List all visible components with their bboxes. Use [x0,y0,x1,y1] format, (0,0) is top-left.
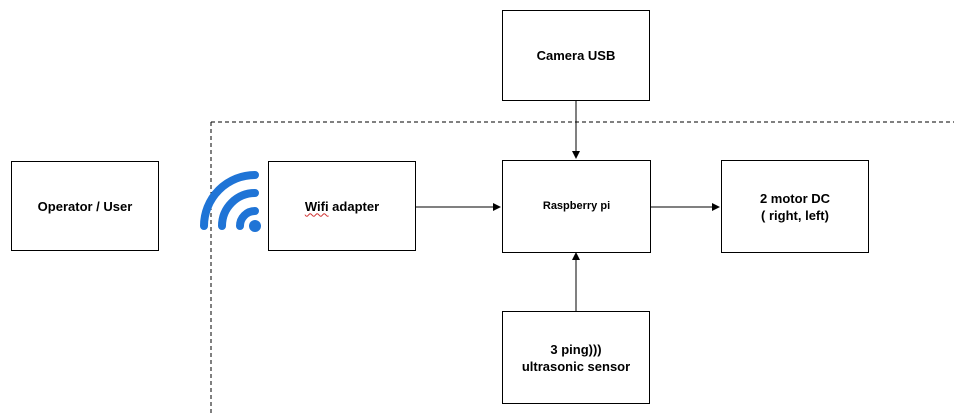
raspberry-pi-box: Raspberry pi [502,160,651,253]
motor-dc-box: 2 motor DC ( right, left) [721,160,869,253]
wifi-adapter-label-word: Wifi [304,198,329,214]
wifi-adapter-label-rest: adapter [328,198,380,214]
wifi-adapter-box: Wifi adapter [268,161,416,251]
raspberry-pi-label: Raspberry pi [542,200,611,212]
ultrasonic-sensor-label: 3 ping))) ultrasonic sensor [521,341,631,374]
operator-user-label: Operator / User [37,198,133,214]
camera-usb-box: Camera USB [502,10,650,101]
operator-user-box: Operator / User [11,161,159,251]
wifi-adapter-label: Wifi adapter [305,198,379,215]
ultrasonic-sensor-box: 3 ping))) ultrasonic sensor [502,311,650,404]
motor-dc-label: 2 motor DC ( right, left) [759,190,831,223]
camera-usb-label: Camera USB [536,48,616,63]
system-boundary [210,121,954,413]
wifi-icon [200,171,261,232]
